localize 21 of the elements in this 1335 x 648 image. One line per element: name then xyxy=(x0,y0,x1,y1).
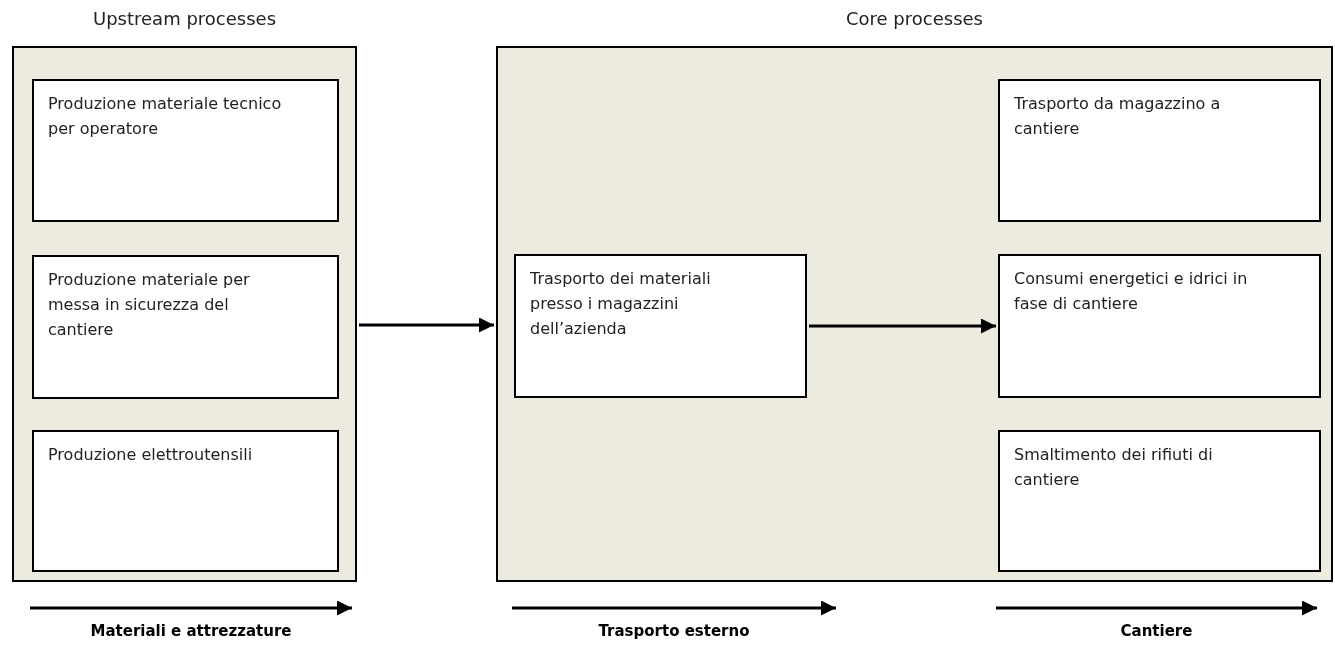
stage-label: Trasporto esterno xyxy=(598,622,750,640)
box-text: Produzione materiale per messa in sicurezza del cantiere xyxy=(48,269,251,341)
box-text: Trasporto da magazzino a cantiere xyxy=(1014,93,1222,140)
arrow xyxy=(809,318,996,334)
box-text: Consumi energetici e idrici in fase di cantiere xyxy=(1014,268,1249,315)
process-box xyxy=(32,430,339,572)
box-text: Produzione materiale tecnico per operatore xyxy=(48,93,283,140)
process-box xyxy=(998,254,1321,398)
arrow xyxy=(359,317,494,333)
stage-label: Materiali e attrezzature xyxy=(90,622,292,640)
process-box xyxy=(998,79,1321,222)
process-box xyxy=(32,79,339,222)
box-text: Trasporto dei materiali presso i magazzini dell’azienda xyxy=(530,268,712,340)
process-box xyxy=(514,254,807,398)
panel-heading: Core processes xyxy=(845,8,984,29)
panel-heading: Upstream processes xyxy=(92,8,277,29)
process-box xyxy=(998,430,1321,572)
box-text: Smaltimento dei rifiuti di cantiere xyxy=(1014,444,1214,491)
box-text: Produzione elettroutensili xyxy=(48,444,254,466)
process-box xyxy=(32,255,339,399)
stage-label: Cantiere xyxy=(1120,622,1193,640)
